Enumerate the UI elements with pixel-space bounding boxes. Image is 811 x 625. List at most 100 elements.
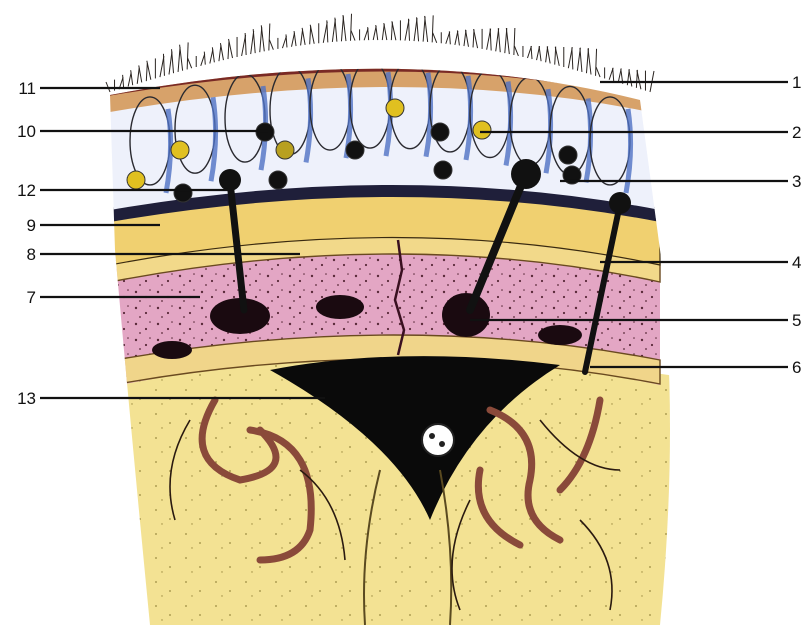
vein-head-center bbox=[511, 159, 541, 189]
hair-strand bbox=[228, 41, 229, 59]
blood-vessel bbox=[174, 184, 192, 202]
arachnoid-granulation-dot bbox=[429, 433, 435, 439]
hair-strand bbox=[139, 65, 142, 82]
callout-label-7: 7 bbox=[27, 288, 36, 307]
hair-strand bbox=[596, 67, 600, 77]
callout-label-4: 4 bbox=[792, 253, 801, 272]
hair-strand bbox=[392, 21, 396, 40]
hair-strand bbox=[180, 45, 183, 71]
hair-strand bbox=[310, 25, 314, 44]
hair-strand bbox=[555, 47, 559, 66]
hair-strand bbox=[146, 63, 147, 81]
hair-strand bbox=[588, 49, 591, 75]
hair-strand bbox=[245, 33, 246, 55]
callout-label-6: 6 bbox=[792, 358, 801, 377]
hair-strand bbox=[131, 70, 133, 85]
hair-strand bbox=[294, 31, 296, 46]
sweat-gland bbox=[127, 171, 145, 189]
hair-strand bbox=[368, 27, 369, 40]
tissue-layers bbox=[100, 60, 700, 625]
hair-strand bbox=[253, 29, 255, 53]
hair-strand bbox=[474, 29, 478, 48]
hair-strand bbox=[188, 58, 192, 68]
hair-strand bbox=[547, 46, 550, 63]
hair-strand bbox=[123, 75, 124, 88]
hair-strand bbox=[327, 20, 328, 42]
hair-strand bbox=[580, 48, 582, 72]
callout-label-10: 10 bbox=[17, 122, 36, 141]
hair-strand bbox=[269, 24, 270, 51]
hair-strand bbox=[210, 49, 213, 63]
hair-strand bbox=[351, 14, 352, 41]
blood-vessel bbox=[431, 123, 449, 141]
arachnoid-granulation bbox=[422, 424, 454, 456]
hair-strand bbox=[425, 16, 428, 42]
diploic-vein-opening bbox=[316, 295, 364, 319]
hair-strand bbox=[498, 28, 500, 52]
blood-vessel bbox=[346, 141, 364, 159]
hair-strand bbox=[269, 40, 273, 50]
hair-strand bbox=[490, 29, 491, 51]
diploic-vein-opening bbox=[152, 341, 192, 359]
callout-label-13: 13 bbox=[17, 389, 36, 408]
hair-strand bbox=[465, 30, 468, 47]
hair-strand bbox=[457, 30, 459, 45]
callout-label-3: 3 bbox=[792, 172, 801, 191]
callout-label-8: 8 bbox=[27, 245, 36, 264]
sweat-gland bbox=[473, 121, 491, 139]
hair-strand bbox=[514, 28, 515, 55]
hair-strand bbox=[514, 46, 518, 56]
sweat-gland bbox=[386, 99, 404, 117]
hair-strand bbox=[417, 17, 419, 41]
hair-strand bbox=[301, 29, 303, 45]
hair-strand bbox=[637, 70, 641, 89]
hair-strand bbox=[449, 31, 450, 44]
hair-strand bbox=[433, 33, 437, 43]
hair-strand bbox=[212, 47, 214, 62]
hair-strand bbox=[335, 18, 337, 42]
vein-head-right bbox=[609, 192, 631, 214]
hair-strand bbox=[613, 68, 614, 81]
hair-strand bbox=[531, 46, 532, 59]
hair-strand bbox=[128, 73, 131, 87]
callout-label-1: 1 bbox=[792, 73, 801, 92]
hair-strand bbox=[204, 52, 205, 65]
hair-strand bbox=[506, 28, 509, 54]
hair-strand bbox=[343, 15, 346, 41]
vein-head-left bbox=[219, 169, 241, 191]
hair-strand bbox=[302, 28, 305, 45]
hair-strand bbox=[572, 47, 573, 69]
hair-strand bbox=[187, 42, 188, 69]
hair-strand bbox=[539, 46, 541, 61]
blood-vessel bbox=[559, 146, 577, 164]
hair-strand bbox=[310, 26, 311, 44]
hair-strand bbox=[629, 70, 632, 87]
hair-strand bbox=[220, 43, 223, 60]
hair-strand bbox=[376, 25, 378, 40]
sweat-gland bbox=[171, 141, 189, 159]
callout-label-11: 11 bbox=[18, 79, 36, 98]
hair-strand bbox=[172, 49, 174, 73]
hair-strand bbox=[408, 19, 409, 41]
callout-label-2: 2 bbox=[792, 123, 801, 142]
callout-label-5: 5 bbox=[792, 311, 801, 330]
hair-strand bbox=[351, 31, 355, 41]
arachnoid-granulation-dot bbox=[439, 441, 445, 447]
callout-label-12: 12 bbox=[17, 181, 36, 200]
hair-strand bbox=[147, 61, 151, 80]
sweat-gland bbox=[276, 141, 294, 159]
hair-strand bbox=[163, 54, 164, 76]
callout-label-9: 9 bbox=[27, 216, 36, 235]
blood-vessel bbox=[269, 171, 287, 189]
blood-vessel bbox=[434, 161, 452, 179]
hair-strand bbox=[432, 15, 433, 42]
hair-strand bbox=[596, 49, 597, 76]
hair-strand bbox=[178, 47, 180, 72]
diploic-vein-opening bbox=[442, 293, 490, 337]
hair-strand bbox=[384, 23, 387, 40]
hair-strand bbox=[229, 39, 233, 58]
hair-strand bbox=[219, 45, 221, 61]
diploic-vein-opening bbox=[538, 325, 582, 345]
hair-strand bbox=[261, 25, 264, 51]
